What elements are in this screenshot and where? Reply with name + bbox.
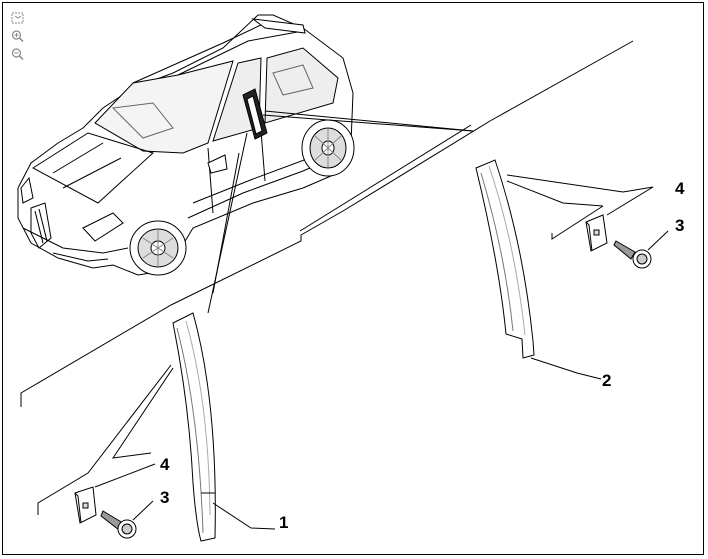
zoom-out-icon[interactable]	[10, 47, 26, 61]
part-3-screw-upper	[613, 240, 652, 269]
callout-number: 2	[602, 371, 611, 390]
part-4-clip-upper	[585, 214, 608, 252]
callout-number: 4	[675, 179, 685, 198]
callout-number: 4	[160, 455, 170, 474]
fit-screen-icon[interactable]	[10, 11, 26, 25]
part-2-pillar-trim	[475, 159, 535, 359]
exploded-parts-diagram: 4 3 2 4 3 1	[17, 14, 685, 542]
part-1-pillar-trim	[172, 312, 216, 542]
car-illustration	[17, 14, 355, 276]
zoom-in-icon[interactable]	[10, 29, 26, 43]
callout-number: 3	[675, 216, 684, 235]
callout-number: 1	[279, 513, 288, 532]
part-4-clip-lower	[74, 486, 97, 524]
part-upper-leaders	[606, 186, 669, 251]
leader-lines	[207, 110, 474, 314]
part-1-leaders	[37, 364, 276, 530]
zoom-toolbar	[10, 11, 26, 63]
part-2-leaders	[506, 174, 654, 380]
part-lower-leaders	[94, 463, 156, 521]
callout-number: 3	[160, 488, 169, 507]
section-separator-lines	[20, 40, 634, 407]
part-3-screw-lower	[100, 510, 137, 539]
